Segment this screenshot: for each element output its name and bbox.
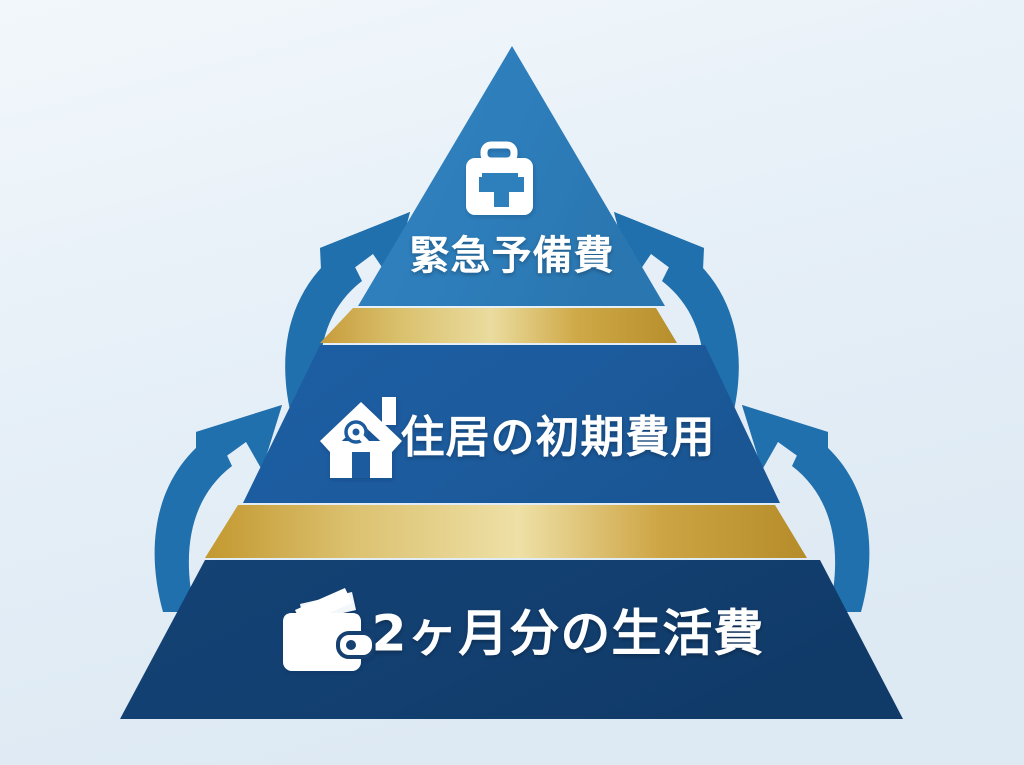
tier-bottom[interactable] (120, 560, 903, 719)
tier-bottom-label: 2ヶ月分の生活費 (372, 605, 765, 663)
house-key-icon (320, 397, 402, 478)
arrow-right-lower (742, 405, 870, 612)
tier-middle-label: 住居の初期費用 (401, 412, 716, 463)
arrow-left-lower (154, 405, 282, 612)
tier-top-label: 緊急予備費 (410, 233, 615, 279)
wallet-icon (283, 588, 376, 671)
first-aid-kit-icon (466, 141, 533, 215)
arrow-group (154, 212, 870, 612)
divider-upper (320, 308, 677, 343)
divider-lower (205, 505, 807, 558)
